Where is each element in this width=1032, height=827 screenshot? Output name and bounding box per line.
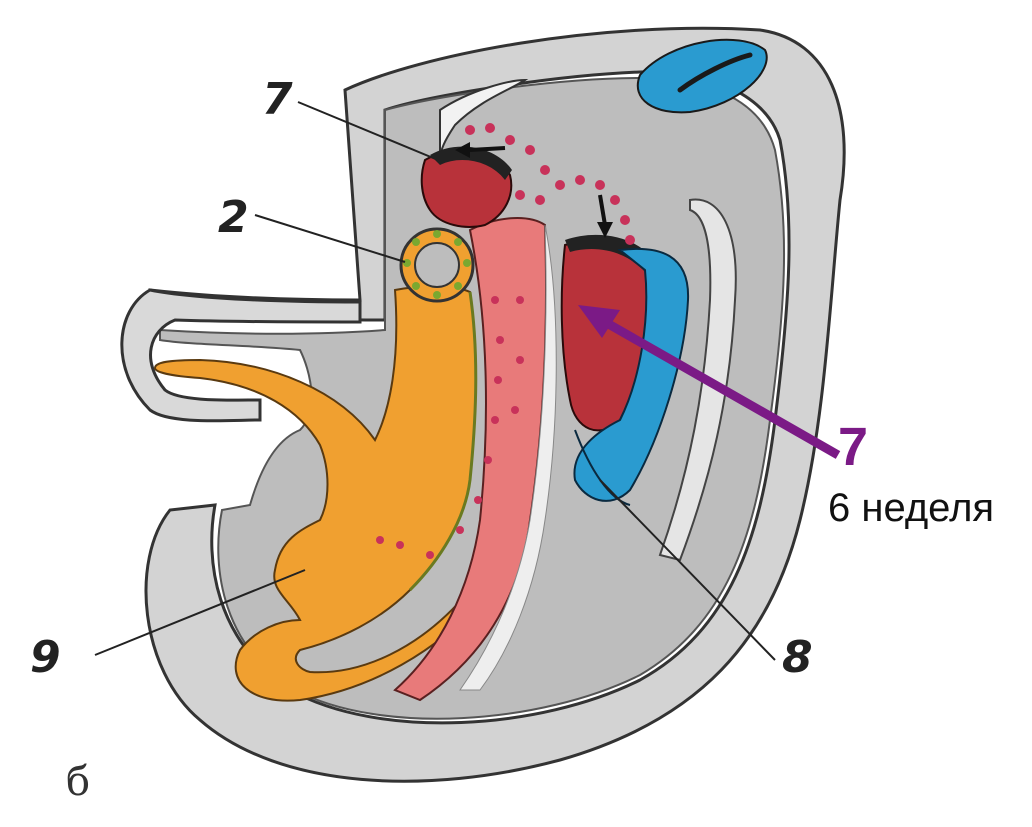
stage-letter: б bbox=[66, 762, 90, 802]
ring-inner bbox=[415, 243, 459, 287]
upper-black-arrow bbox=[470, 148, 505, 150]
label-7-top: 7 bbox=[262, 78, 293, 122]
label-9: 9 bbox=[30, 636, 61, 680]
label-8: 8 bbox=[782, 636, 813, 680]
label-2: 2 bbox=[218, 196, 249, 240]
stage-caption: 6 неделя bbox=[828, 488, 994, 528]
highlight-number: 7 bbox=[838, 420, 868, 474]
